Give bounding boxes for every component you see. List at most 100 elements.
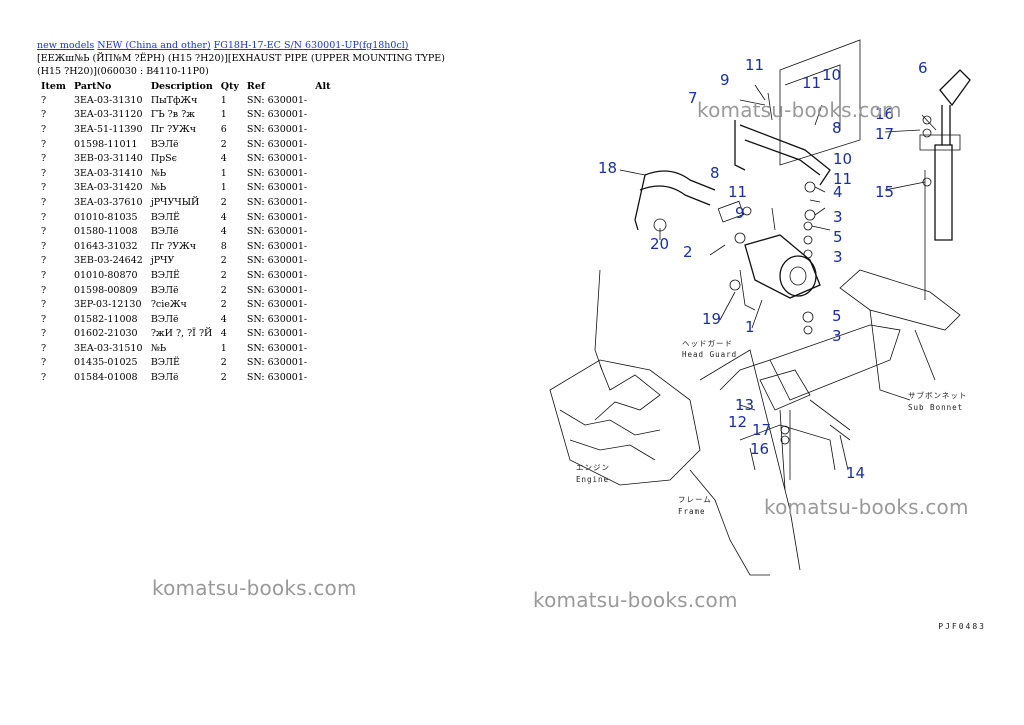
cell-qty: 2 (220, 255, 227, 267)
cell-qty: 2 (220, 372, 227, 384)
cell-qty: 8 (220, 240, 227, 252)
cell-partno: 3EB-03-24642 (73, 255, 143, 267)
cell-partno: 01598-11011 (73, 138, 138, 150)
header-alt: Alt (315, 80, 331, 92)
cell-description: ВЭЛЁ (150, 269, 180, 281)
cell-alt (311, 224, 334, 239)
cell-ref: SN: 630001- (246, 94, 308, 106)
cell-description: №Ь (150, 342, 167, 354)
cell-ref: SN: 630001- (246, 196, 308, 208)
callout-11: 11 (728, 183, 747, 201)
callout-3: 3 (833, 208, 843, 226)
cell-ref: SN: 630001- (246, 153, 308, 165)
label-sub-bonnet-jp: サブボンネット (908, 390, 967, 400)
cell-ref: SN: 630001- (246, 299, 308, 311)
cell-item: ? (41, 372, 47, 384)
callout-10: 10 (822, 66, 841, 84)
cell-qty: 4 (220, 211, 227, 223)
parts-table: Item PartNo Description Qty Ref Alt ?3EA… (37, 79, 334, 385)
cell-description: јРЧУЧЫЙ (150, 196, 200, 208)
callout-11: 11 (833, 170, 852, 188)
cell-description: ПрSє (150, 153, 178, 165)
cell-item: ? (41, 240, 47, 252)
cell-alt (311, 356, 334, 371)
callout-9: 9 (735, 204, 745, 222)
cell-qty: 4 (220, 226, 227, 238)
cell-alt (311, 283, 334, 298)
sub-bonnet-drawing (839, 269, 961, 401)
cell-ref: SN: 630001- (246, 269, 308, 281)
cell-partno: 01582-11008 (73, 313, 138, 325)
muffler-drawing (739, 234, 821, 311)
cell-partno: 3EA-51-11390 (73, 123, 143, 135)
cell-qty: 4 (220, 313, 227, 325)
cell-description: Пг ?УЖч (150, 240, 197, 252)
cell-partno: 3EP-03-12130 (73, 299, 142, 311)
cell-description: ?cіеЖч (150, 299, 187, 311)
cell-partno: 01580-11008 (73, 226, 138, 238)
cell-partno: 01584-01008 (73, 372, 138, 384)
cell-alt (311, 297, 334, 312)
header-qty: Qty (220, 80, 239, 92)
cell-ref: SN: 630001- (246, 211, 308, 223)
cell-ref: SN: 630001- (246, 328, 308, 340)
cell-alt (311, 137, 334, 152)
callout-19: 19 (702, 310, 721, 328)
breadcrumb-link-china[interactable]: NEW (China and other) (97, 40, 211, 51)
callout-13: 13 (735, 396, 754, 414)
cell-partno: 3EA-03-31120 (73, 109, 143, 121)
cell-item: ? (41, 94, 47, 106)
engine-frame-drawing (549, 324, 901, 576)
cell-item: ? (41, 123, 47, 135)
cell-description: ВЭЛЁ (150, 211, 180, 223)
label-frame-en: Frame (678, 507, 706, 516)
cell-alt (311, 151, 334, 166)
cell-item: ? (41, 167, 47, 179)
cell-item: ? (41, 269, 47, 281)
callout-9: 9 (720, 71, 730, 89)
cell-description: ВЭЛё (150, 284, 179, 296)
drawing-code: PJF0483 (938, 622, 986, 631)
cell-ref: SN: 630001- (246, 357, 308, 369)
cell-alt (311, 93, 334, 108)
cell-alt (311, 268, 334, 283)
breadcrumb-link-model[interactable]: FG18H-17-EC S/N 630001-UP(fg18h0cl) (213, 40, 409, 51)
cell-ref: SN: 630001- (246, 372, 308, 384)
header-item: Item (41, 80, 66, 92)
label-frame-jp: フレーム (678, 495, 712, 504)
cell-item: ? (41, 284, 47, 296)
cell-description: №Ь (150, 182, 167, 194)
cell-ref: SN: 630001- (246, 284, 308, 296)
breadcrumb-link-new-models[interactable]: new models (37, 40, 95, 51)
callout-10: 10 (833, 150, 852, 168)
cell-item: ? (41, 226, 47, 238)
cell-qty: 2 (220, 196, 227, 208)
cell-alt (311, 327, 334, 342)
callout-11: 11 (802, 74, 821, 92)
cell-description: ?жИ ?, ?Ї ?Й (150, 328, 213, 340)
callout-7: 7 (688, 89, 698, 107)
cell-alt (311, 122, 334, 137)
callout-2: 2 (683, 243, 693, 261)
cell-qty: 1 (220, 109, 227, 121)
callout-17: 17 (875, 125, 894, 143)
cell-ref: SN: 630001- (246, 109, 308, 121)
cell-alt (311, 312, 334, 327)
callout-14: 14 (846, 464, 865, 482)
cell-alt (311, 181, 334, 196)
cell-qty: 1 (220, 94, 227, 106)
breadcrumb: new models NEW (China and other) FG18H-1… (37, 40, 409, 52)
